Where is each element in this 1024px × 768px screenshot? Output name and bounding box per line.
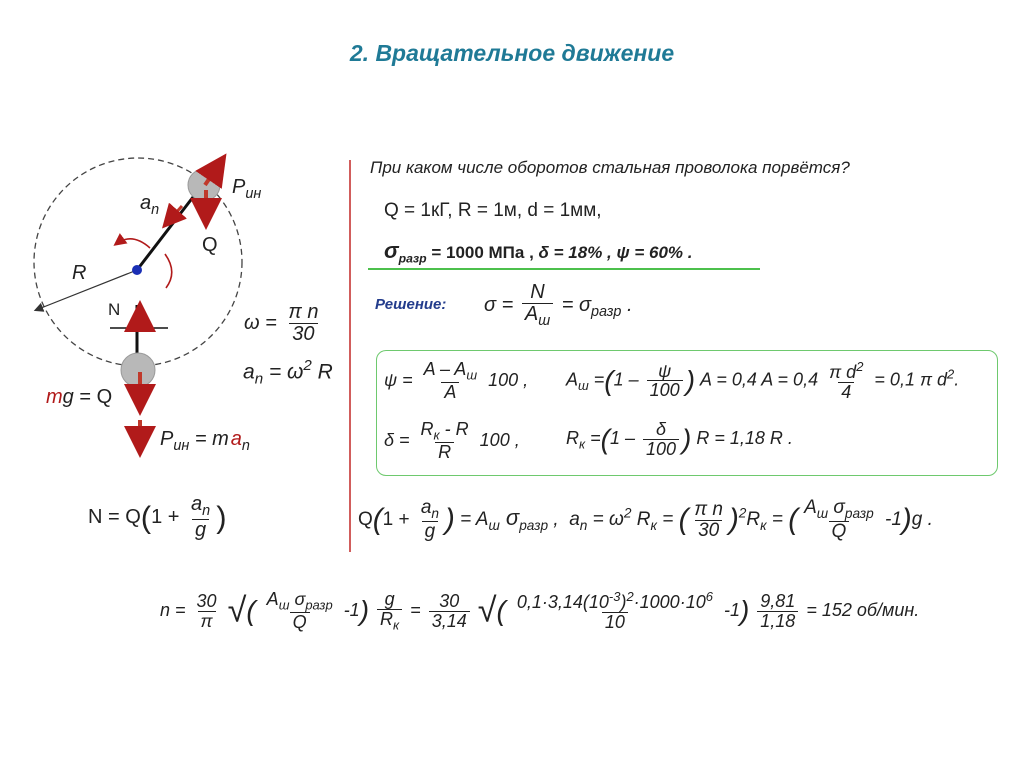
p-in-arrow (195, 153, 227, 189)
radius-line (33, 269, 138, 312)
wire-top (135, 187, 202, 271)
solution-label: Решение: (375, 296, 447, 313)
question-text: При каком числе оборотов стальная провол… (370, 158, 850, 177)
n-force-label: N (108, 300, 121, 319)
pivot-dot (132, 265, 142, 275)
omega-arrow (113, 233, 151, 249)
green-separator (368, 268, 760, 270)
an-formula: an = ω2 R (243, 357, 333, 388)
page-title: 2. Вращательное движение (349, 40, 675, 66)
q-label-top: Q (202, 234, 218, 256)
p-in-label: Pин (232, 176, 262, 203)
an-arrow (162, 202, 187, 229)
vertical-divider (349, 160, 351, 552)
radius-label: R (72, 262, 87, 284)
rotation-diagram (33, 153, 243, 458)
given-line-2: σразр = 1000 МПа , δ = 18% , ψ = 60% . (384, 238, 693, 266)
mg-label: mg = Q (46, 386, 113, 408)
an-label: an (140, 192, 160, 219)
omega-arc (164, 253, 173, 289)
solution-box (376, 350, 998, 476)
given-line-1: Q = 1кГ, R = 1м, d = 1мм, (384, 200, 602, 221)
